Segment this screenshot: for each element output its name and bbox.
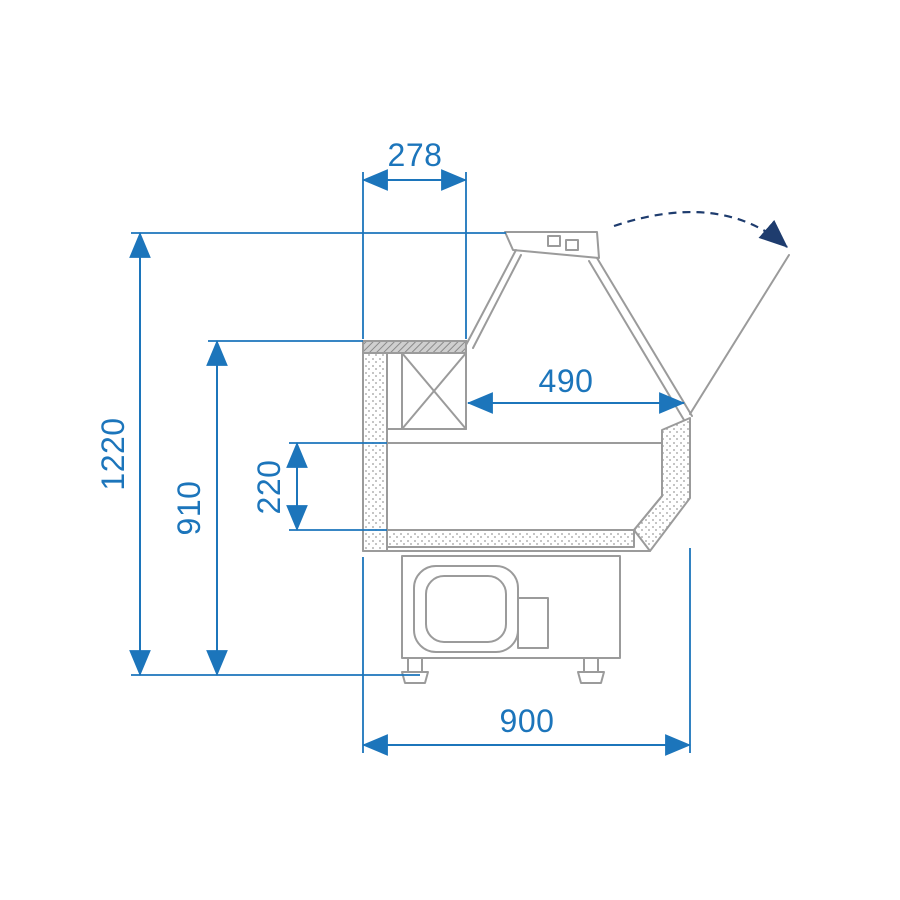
foot-pad-right — [577, 671, 605, 684]
dimension-1220: 1220 — [95, 231, 506, 677]
dimension-label-220: 220 — [251, 460, 287, 515]
condensing-unit-inner — [425, 575, 507, 643]
glass-swing-arc — [613, 211, 788, 248]
cross-brace-diagonal — [401, 352, 467, 430]
dimension-900: 900 — [361, 548, 692, 756]
canopy-detail — [547, 235, 561, 247]
dimension-label-910: 910 — [171, 481, 207, 536]
front-glass-inner — [588, 260, 685, 421]
foot-stem-left — [407, 657, 423, 673]
back-column — [362, 340, 467, 552]
rear-wall — [362, 352, 388, 552]
condensing-unit-outer — [413, 565, 519, 653]
dimension-label-490: 490 — [539, 363, 594, 399]
plinth-outline — [401, 555, 621, 659]
canopy — [504, 231, 600, 259]
dimension-label-1220: 1220 — [95, 417, 131, 490]
canopy-detail — [565, 239, 579, 251]
base-plinth — [401, 555, 621, 659]
front-panel-insulation — [633, 417, 691, 552]
dimension-label-278: 278 — [388, 137, 443, 173]
foot-pad-left — [401, 671, 429, 684]
foot-stem-right — [583, 657, 599, 673]
dimension-220: 220 — [251, 441, 387, 532]
top-rail — [362, 340, 467, 354]
dimension-910: 910 — [171, 339, 363, 677]
dimension-label-900: 900 — [500, 703, 555, 739]
counter-body — [362, 417, 691, 552]
rear-glass-inner — [472, 254, 522, 349]
dimension-278: 278 — [361, 137, 468, 339]
rear-glass-outer — [465, 249, 517, 346]
counter-drawing — [362, 211, 790, 684]
front-glass-outer — [596, 257, 693, 417]
component-box — [517, 597, 549, 649]
glass-open-position — [689, 254, 790, 415]
deck-insulation — [386, 529, 635, 548]
dimension-490: 490 — [466, 363, 686, 414]
feet — [401, 657, 605, 684]
